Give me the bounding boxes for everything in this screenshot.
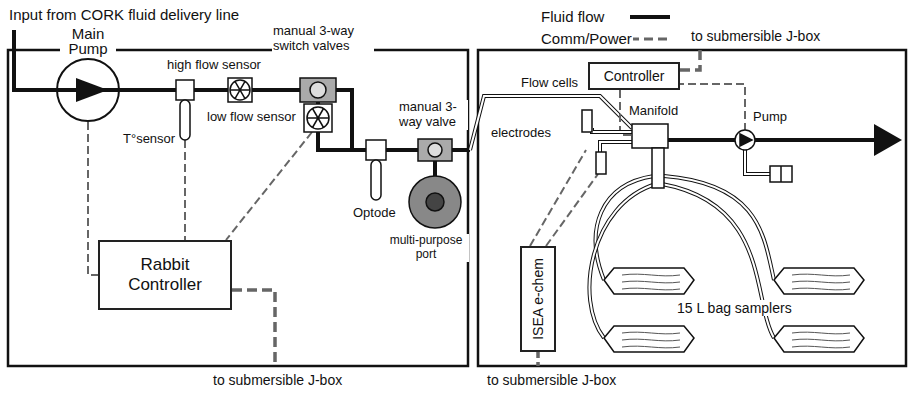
part-label: electrodes: [490, 126, 552, 141]
controller-box: Controller: [588, 62, 680, 90]
box-label: Controller: [604, 68, 665, 85]
pump-circle: Main Pump: [56, 58, 120, 122]
jbox-cable: [232, 290, 275, 366]
part-label: Flow cells: [520, 76, 579, 91]
part-label: Optode: [352, 206, 397, 221]
box-text: Rabbit Controller: [110, 255, 220, 296]
bag-folds: [622, 274, 850, 348]
check-valve: [770, 166, 792, 182]
flow-cell-tubes: [592, 128, 632, 152]
jbox-label: to submersible J-box: [212, 372, 343, 388]
left-panel: [8, 50, 468, 366]
comm-connector: [88, 122, 98, 275]
three-way-valve: [418, 139, 452, 161]
multi-purpose-port: [409, 176, 461, 228]
part-label: manual 3-way switch valves: [272, 24, 374, 54]
low-flow-sensor: [304, 104, 332, 132]
part-label: Manifold: [628, 104, 679, 119]
jbox-cable: [680, 48, 700, 70]
part-label: T°sensor: [122, 132, 176, 147]
pump-symbol: [56, 58, 120, 122]
legend-fluid-line: [630, 15, 670, 19]
bag-samplers: [604, 268, 864, 352]
part-label: manual 3-way valve: [398, 100, 468, 130]
jbox-label: to submersible J-box: [690, 28, 821, 44]
outlet-pump: [735, 130, 755, 150]
switch-valves: [300, 78, 336, 102]
pump-label: Main Pump: [60, 26, 116, 56]
legend-comm-line: [630, 38, 670, 41]
outlet-line: [668, 138, 898, 142]
box-text: Controller: [604, 68, 665, 85]
part-label: low flow sensor: [206, 110, 297, 125]
legend-text: Comm/Power: [540, 30, 633, 47]
part-label: 15 L bag samplers: [676, 300, 793, 316]
high-flow-sensor: [228, 78, 252, 102]
legend-text: Fluid flow: [540, 8, 605, 25]
part-label: multi-purpose port: [383, 234, 469, 262]
right-comm: [530, 84, 745, 246]
flow-cells: [582, 110, 606, 174]
box-label: Rabbit Controller: [110, 255, 220, 296]
box-label: ISEA e-chem: [530, 258, 546, 340]
jbox-label: to submersible J-box: [486, 372, 617, 388]
temperature-sensor: [176, 80, 194, 140]
manifold: [632, 124, 668, 188]
part-label: high flow sensor: [166, 58, 262, 73]
jbox-cable: [536, 352, 540, 366]
comm-lines: [185, 132, 312, 240]
inlet-label: Input from CORK fluid delivery line: [8, 6, 240, 23]
sensor-box: ISEA e-chem: [520, 246, 556, 352]
controller-box: Rabbit Controller: [98, 240, 232, 310]
optode: [366, 140, 386, 200]
part-label: Pump: [752, 110, 788, 125]
